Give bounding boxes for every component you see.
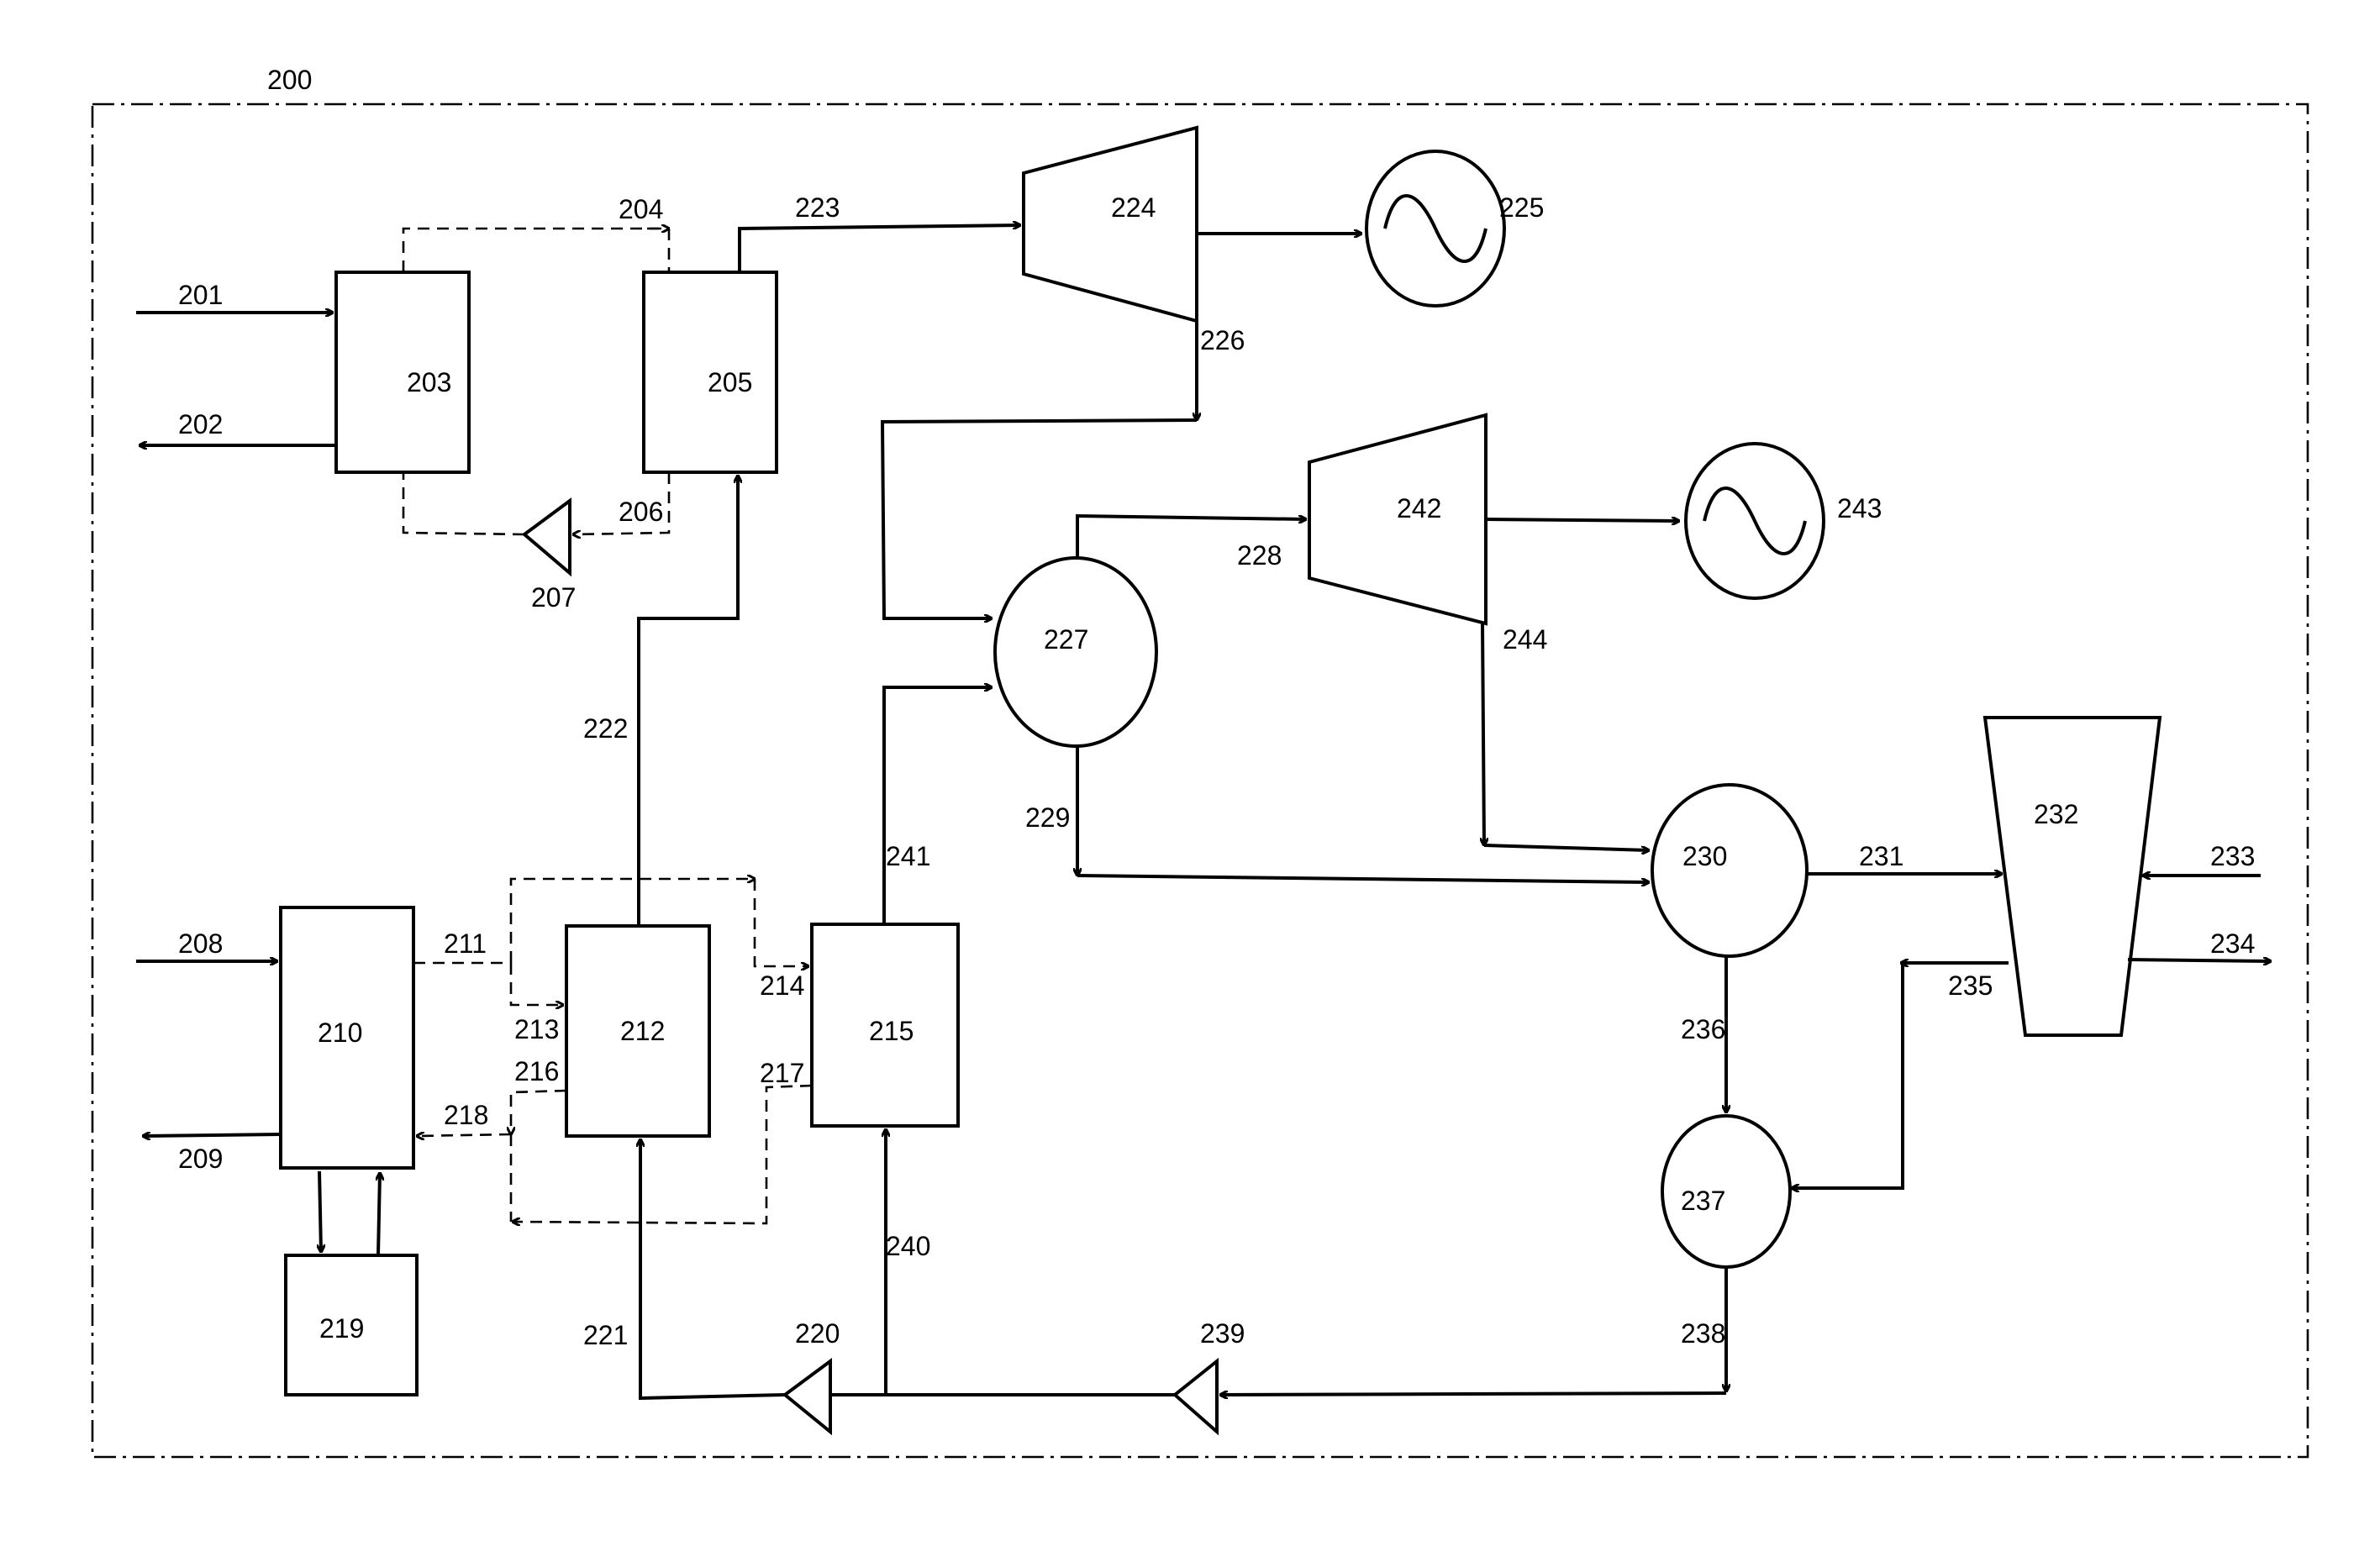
stream-226-to-227 xyxy=(882,420,1197,618)
label-227: 227 xyxy=(1044,624,1088,655)
system-label: 200 xyxy=(267,65,312,95)
label-217: 217 xyxy=(760,1058,804,1088)
label-224: 224 xyxy=(1111,192,1156,223)
stream-223 xyxy=(740,225,1020,272)
label-228: 228 xyxy=(1237,540,1282,571)
label-210: 210 xyxy=(318,1018,362,1048)
turbine-224 xyxy=(1024,128,1197,321)
system-boundary xyxy=(92,104,2308,1457)
stream-218 xyxy=(417,1134,511,1136)
stream-210-to-219 xyxy=(319,1171,321,1252)
stream-214 xyxy=(755,879,808,966)
label-237: 237 xyxy=(1681,1186,1725,1216)
label-244: 244 xyxy=(1503,624,1547,655)
stream-229-to-230 xyxy=(1077,876,1649,882)
stream-222 xyxy=(639,476,738,926)
label-236: 236 xyxy=(1681,1014,1725,1044)
label-225: 225 xyxy=(1499,192,1544,223)
label-209: 209 xyxy=(178,1144,223,1174)
stream-211-up xyxy=(511,879,755,963)
label-231: 231 xyxy=(1859,841,1903,871)
label-240: 240 xyxy=(886,1231,930,1261)
stream-234 xyxy=(2128,960,2271,961)
stream-204 xyxy=(403,229,669,272)
label-226: 226 xyxy=(1200,325,1245,355)
stream-209 xyxy=(143,1134,281,1136)
stream-219-to-210 xyxy=(378,1173,380,1255)
label-219: 219 xyxy=(319,1313,364,1344)
label-207: 207 xyxy=(531,582,576,613)
stream-to-243 xyxy=(1486,519,1679,521)
label-213: 213 xyxy=(514,1014,559,1044)
label-205: 205 xyxy=(708,367,752,397)
stream-221 xyxy=(640,1139,785,1398)
label-208: 208 xyxy=(178,928,223,959)
stream-206-return xyxy=(403,472,524,534)
label-242: 242 xyxy=(1397,493,1441,523)
label-211: 211 xyxy=(444,928,487,959)
label-203: 203 xyxy=(407,367,451,397)
stream-217 xyxy=(513,1086,812,1223)
label-222: 222 xyxy=(583,713,628,744)
label-234: 234 xyxy=(2210,928,2255,959)
stream-238-to-239 xyxy=(1220,1393,1726,1395)
label-238: 238 xyxy=(1681,1318,1725,1349)
label-216: 216 xyxy=(514,1056,559,1086)
vessel-230 xyxy=(1652,785,1807,956)
label-230: 230 xyxy=(1682,841,1727,871)
triangle-207 xyxy=(524,501,570,573)
label-243: 243 xyxy=(1837,493,1882,523)
sine-wave-icon-243 xyxy=(1704,488,1805,554)
label-215: 215 xyxy=(869,1016,914,1046)
stream-244-to-230 xyxy=(1484,845,1649,850)
stream-241 xyxy=(884,687,992,924)
label-221: 221 xyxy=(583,1320,628,1350)
stream-216 xyxy=(511,1091,566,1134)
label-212: 212 xyxy=(620,1016,665,1046)
label-201: 201 xyxy=(178,280,223,310)
triangle-239 xyxy=(1175,1361,1217,1432)
label-232: 232 xyxy=(2034,799,2078,829)
label-233: 233 xyxy=(2210,841,2255,871)
label-206: 206 xyxy=(619,497,663,527)
label-235: 235 xyxy=(1948,970,1993,1001)
stream-244 xyxy=(1482,623,1484,845)
tapered-unit-232 xyxy=(1985,718,2160,1035)
label-204: 204 xyxy=(619,194,663,224)
label-220: 220 xyxy=(795,1318,840,1349)
label-218: 218 xyxy=(444,1100,488,1130)
sine-wave-icon-225 xyxy=(1385,196,1486,261)
triangle-220 xyxy=(785,1361,830,1432)
label-223: 223 xyxy=(795,192,840,223)
stream-213 xyxy=(511,963,563,1005)
label-239: 239 xyxy=(1200,1318,1245,1349)
legend-solid: material/energy stream xyxy=(92,1496,282,1517)
label-229: 229 xyxy=(1025,802,1070,833)
label-202: 202 xyxy=(178,409,223,439)
stream-235 xyxy=(1792,963,1903,1188)
legend-dashed: secondary stream xyxy=(588,1496,735,1517)
label-214: 214 xyxy=(760,970,804,1001)
label-241: 241 xyxy=(886,841,930,871)
